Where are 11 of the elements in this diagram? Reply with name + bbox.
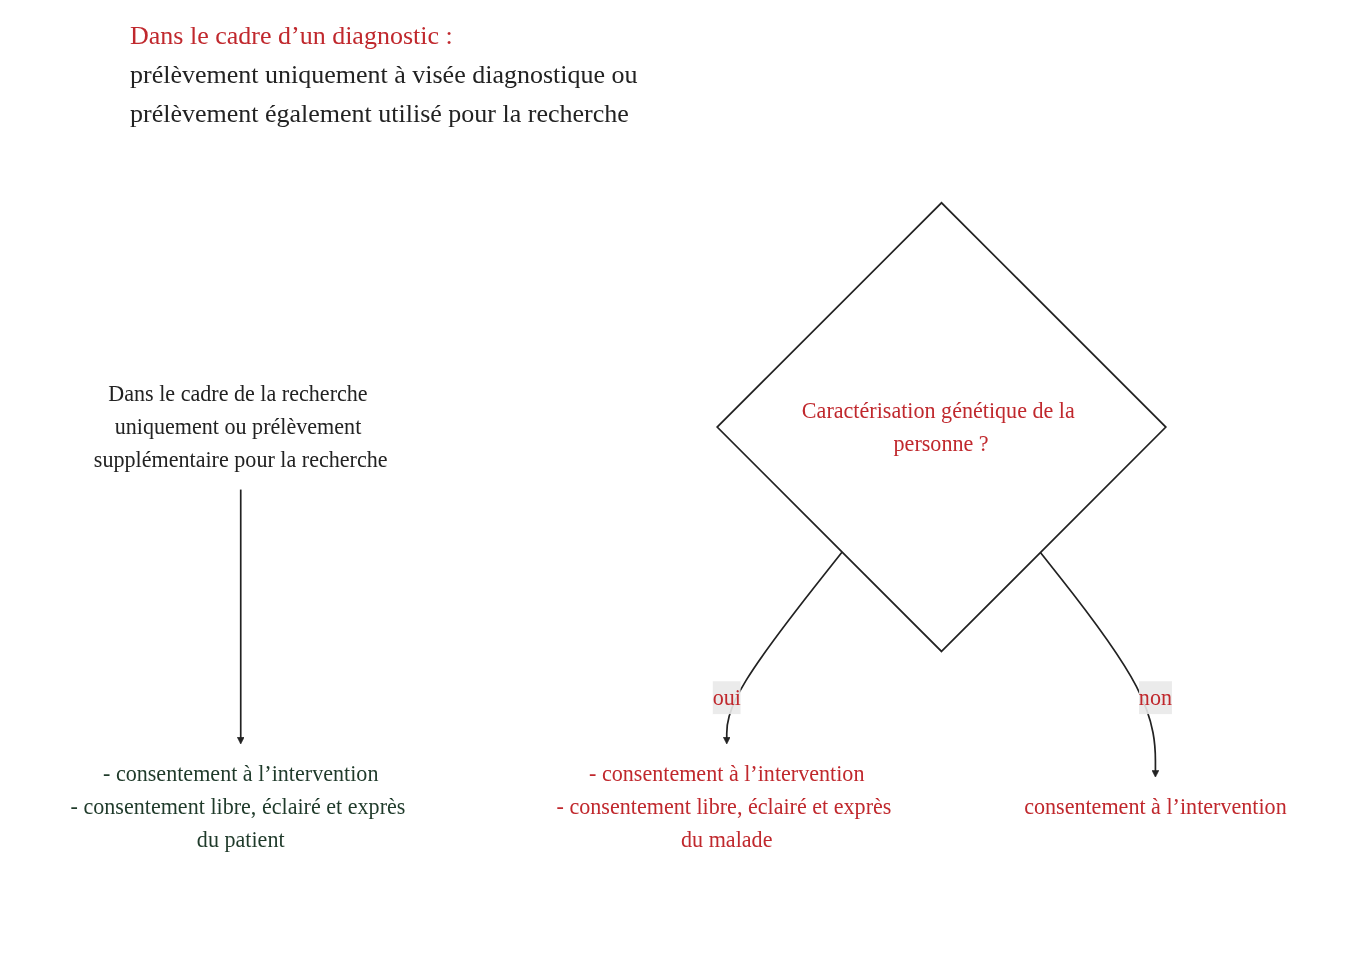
heading-text: Dans le cadre d’un diagnostic : bbox=[130, 20, 454, 52]
note-text: prélèvement uniquement à visée diagnostique ou prélèvement également utilisé pour la recherche bbox=[130, 59, 639, 130]
node-text: - consentement à l’intervention - consentement libre, éclairé et exprès du patient bbox=[70, 761, 406, 853]
arrow bbox=[237, 488, 245, 745]
edge-label: non bbox=[1138, 685, 1172, 711]
node-text: - consentement à l’intervention - consentement libre, éclairé et exprès du malade bbox=[556, 761, 892, 853]
node-diamond: Caractérisation génétique de la personne ? bbox=[716, 201, 1168, 653]
node-text: consentement à l’intervention bbox=[1024, 794, 1287, 819]
node-text: Dans le cadre de la recherche uniquement ou prélèvement supplémentaire pour la recherche bbox=[93, 381, 388, 473]
arrow bbox=[1039, 551, 1160, 778]
edge-label: oui bbox=[712, 685, 741, 711]
